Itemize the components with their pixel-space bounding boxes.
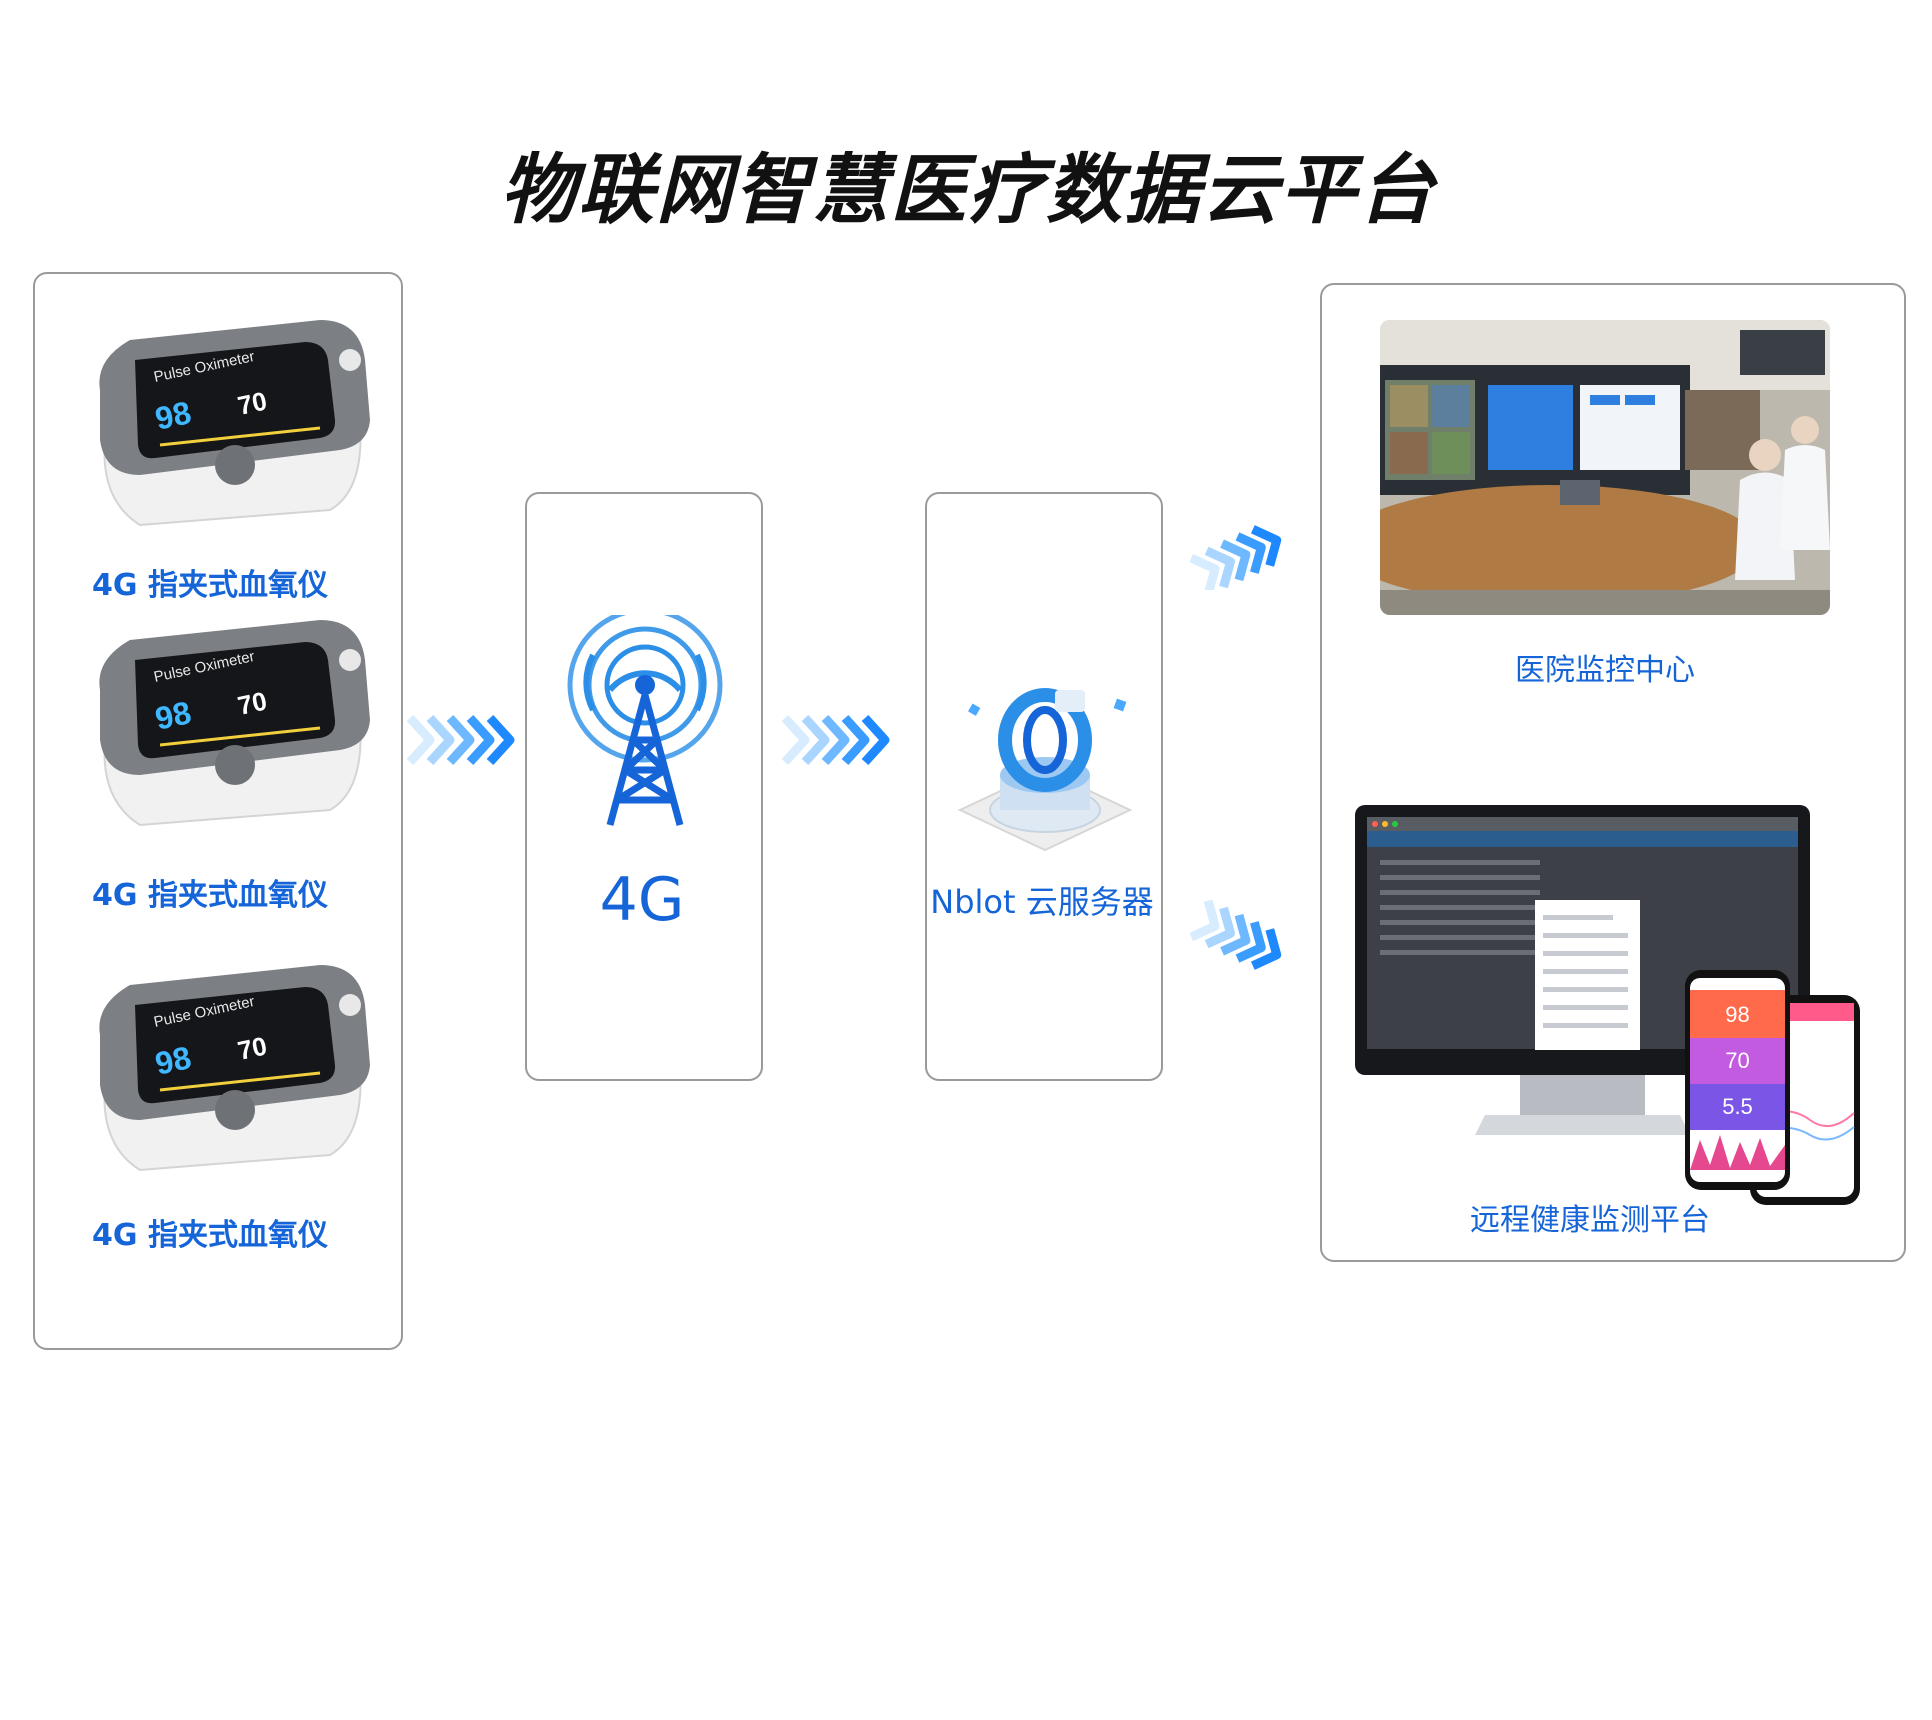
oximeter-device-1: Pulse Oximeter 98 70 xyxy=(99,320,370,527)
hospital-monitoring-photo xyxy=(1380,320,1830,615)
device-label-2: 4G 指夹式血氧仪 xyxy=(92,878,328,913)
flow-arrow-2 xyxy=(781,714,890,766)
device-spo2-2: 98 xyxy=(152,694,194,737)
oximeter-device-3: Pulse Oximeter 98 70 xyxy=(99,965,370,1172)
phone-front xyxy=(1685,970,1790,1190)
cloud-server-icon xyxy=(957,688,1133,852)
network-label: 4G xyxy=(599,865,685,935)
flow-arrow-1 xyxy=(406,714,515,766)
phone-value-other: 5.5 xyxy=(1722,1094,1753,1119)
phone-value-pr: 70 xyxy=(1725,1048,1750,1073)
desktop-monitor xyxy=(1355,805,1810,1135)
device-pr-3: 70 xyxy=(235,1031,270,1066)
flow-arrow-up xyxy=(1190,525,1282,590)
device-pr-1: 70 xyxy=(235,386,270,421)
hospital-label: 医院监控中心 xyxy=(1515,653,1695,688)
signal-tower-icon xyxy=(567,615,723,826)
remote-label: 远程健康监测平台 xyxy=(1470,1203,1710,1238)
device-spo2-1: 98 xyxy=(152,394,194,437)
server-label: Nblot 云服务器 xyxy=(930,883,1154,921)
device-label-3: 4G 指夹式血氧仪 xyxy=(92,1218,328,1253)
page-title: 物联网智慧医疗数据云平台 xyxy=(500,145,1436,234)
flow-arrow-down xyxy=(1190,900,1282,970)
phone-value-spo2: 98 xyxy=(1725,1002,1750,1027)
device-spo2-3: 98 xyxy=(152,1039,194,1082)
device-label-1: 4G 指夹式血氧仪 xyxy=(92,568,328,603)
device-pr-2: 70 xyxy=(235,686,270,721)
oximeter-device-2: Pulse Oximeter 98 70 xyxy=(99,620,370,827)
